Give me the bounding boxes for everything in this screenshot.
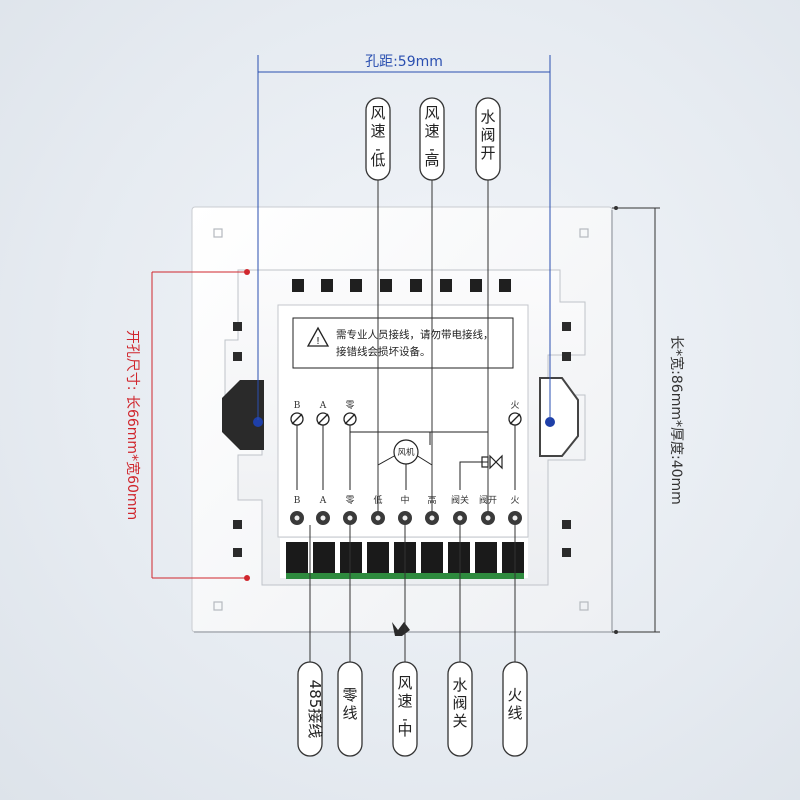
callout-live: 火线 [502, 661, 528, 757]
hole-spacing-dimension [257, 55, 551, 420]
callout-label: 水阀开 [480, 108, 495, 162]
corner-mark [213, 228, 223, 238]
svg-text:!: ! [316, 336, 320, 347]
callout-label: 风速-中 [397, 674, 412, 739]
wire-entry-block [280, 538, 528, 579]
lower-terminal-label: B [294, 496, 301, 506]
side-ribs [233, 322, 571, 557]
overall-size-label: 长*宽:86mm*厚度:40mm [668, 335, 685, 505]
callout-fan-high: 风速-高 [419, 97, 445, 181]
lower-terminal-label: 中 [400, 494, 409, 506]
warning-icon [306, 326, 330, 347]
callout-label: 零线 [342, 686, 357, 722]
screw-dot [545, 417, 555, 427]
callout-label: 风速-高 [424, 104, 439, 169]
callout-fan-low: 风速-低 [365, 97, 391, 181]
callout-485: 485接线 [297, 661, 324, 757]
left-clip [222, 380, 264, 450]
upper-terminal-label: B [294, 401, 301, 411]
lower-terminal-label: 阀关 [451, 494, 469, 506]
callout-neutral: 零线 [337, 661, 363, 757]
corner-mark [579, 228, 589, 238]
cutout-label: 开孔尺寸: 长66mm*宽60mm [124, 330, 141, 520]
lower-terminal-label: A [319, 496, 327, 506]
screw-terminals [290, 511, 522, 525]
callout-label: 火线 [507, 686, 522, 722]
upper-terminal-symbols [290, 412, 522, 426]
bottom-leaders [309, 525, 516, 662]
warning-line2: 接错线会损坏设备。 [336, 345, 431, 358]
top-vents [292, 279, 511, 292]
upper-terminal-label: 火 [510, 400, 519, 411]
corner-mark [579, 601, 589, 611]
callout-label: 风速-低 [370, 104, 385, 169]
warning-box [292, 317, 514, 369]
callout-valve-open: 水阀开 [475, 97, 501, 181]
lower-terminal-label: 火 [510, 495, 519, 506]
hole-spacing-label: 孔距:59mm [365, 54, 443, 70]
callout-valve-close: 水阀关 [447, 661, 473, 757]
motor-symbol [393, 439, 419, 465]
corner-mark [213, 601, 223, 611]
overall-dimension [612, 207, 660, 633]
lower-terminal-label: 零 [345, 495, 354, 506]
upper-terminal-label: 零 [345, 400, 354, 411]
top-leaders [377, 180, 489, 512]
callout-label: 485接线 [306, 680, 324, 739]
motor-label: 风机 [397, 447, 415, 458]
callout-label: 水阀关 [452, 676, 467, 730]
screw-dot [253, 417, 263, 427]
upper-terminal-label: A [319, 401, 327, 411]
callout-fan-mid: 风速-中 [392, 661, 418, 757]
cutout-dimension [151, 271, 247, 579]
warning-line1: 需专业人员接线，请勿带电接线， [336, 328, 494, 341]
